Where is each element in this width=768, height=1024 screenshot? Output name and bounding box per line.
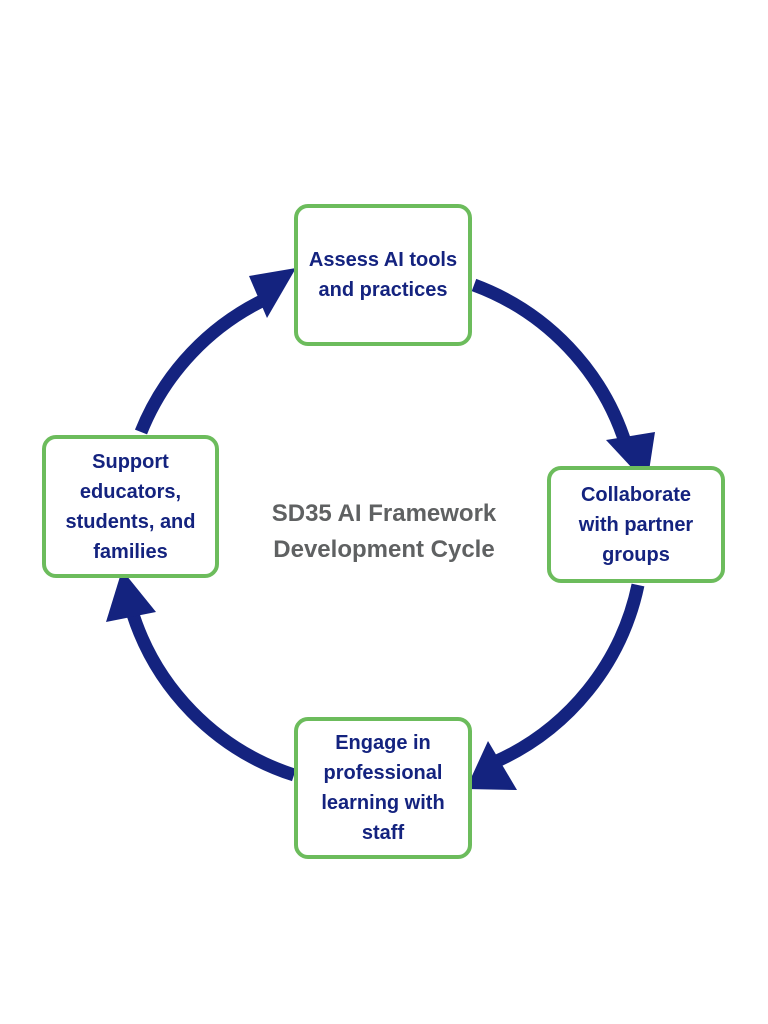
step-collaborate-label: Collaborate with partner groups	[578, 483, 694, 566]
step-support-box: Support educators, students, and familie…	[42, 435, 219, 578]
arrow-support-to-assess	[134, 292, 271, 435]
arrow-collaborate-to-engage	[492, 583, 645, 768]
arrowhead-assess-icon	[249, 268, 296, 318]
step-assess-label: Assess AI tools and practices	[308, 249, 458, 301]
arrowhead-engage-icon	[466, 741, 517, 790]
step-engage-label: Engage in professional learning with sta…	[321, 732, 445, 844]
step-assess-box: Assess AI tools and practices	[294, 204, 472, 346]
step-collaborate-box: Collaborate with partner groups	[547, 466, 725, 583]
step-support-label: Support educators, students, and familie…	[65, 450, 196, 563]
arrow-assess-to-collaborate	[471, 278, 633, 447]
arrow-engage-to-support	[124, 606, 296, 782]
diagram-title: SD35 AI Framework Development Cycle	[271, 500, 497, 563]
arrowhead-support-icon	[106, 570, 156, 622]
step-engage-box: Engage in professional learning with sta…	[294, 717, 472, 859]
